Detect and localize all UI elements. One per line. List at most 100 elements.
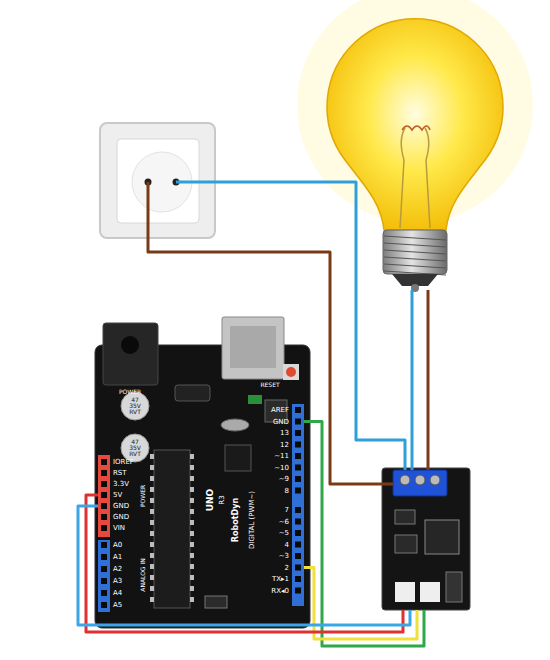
arduino-board-part-part xyxy=(150,454,154,459)
dimmer-module-part xyxy=(400,475,410,485)
light-bulb-part xyxy=(400,128,430,228)
pin-label: ~6 xyxy=(279,518,289,525)
arduino-board-part xyxy=(225,445,251,471)
arduino-board-part-part xyxy=(150,465,154,470)
wires xyxy=(78,182,428,646)
arduino-board-part-part xyxy=(150,509,154,514)
pin-label: 4 xyxy=(285,541,289,548)
arduino-board-part xyxy=(221,419,249,431)
wires-part xyxy=(427,290,430,470)
arduino-board-part-part xyxy=(295,419,301,425)
pin-label: RX◂0 xyxy=(271,587,289,594)
arduino-board-part-part xyxy=(101,542,107,548)
arduino-board-part-part xyxy=(101,459,107,465)
arduino-board-part-part xyxy=(295,430,301,436)
board-marking: RESET xyxy=(260,382,279,388)
arduino-board-part-part xyxy=(101,514,107,520)
arduino-board-part-part xyxy=(190,487,194,492)
light-bulb-part-part xyxy=(384,250,446,254)
wires-part xyxy=(304,422,424,647)
arduino-board-part xyxy=(95,345,310,628)
section-label: RobotDyn xyxy=(232,498,240,542)
arduino-board-part-part xyxy=(295,476,301,482)
arduino-board-part-part xyxy=(295,588,301,594)
arduino-board-part xyxy=(248,395,262,404)
arduino-board-part-part xyxy=(150,487,154,492)
pin-label: 3.3V xyxy=(113,481,129,488)
dimmer-module-part xyxy=(395,535,417,553)
section-label: ANALOG IN xyxy=(140,558,146,591)
pin-label: A4 xyxy=(113,590,122,597)
arduino-board-part xyxy=(205,596,227,608)
arduino-board-part-part xyxy=(295,507,301,513)
arduino-board-part xyxy=(98,455,110,537)
arduino-board-part xyxy=(150,454,194,602)
arduino-board-part xyxy=(222,317,284,379)
pin-label: AREF xyxy=(271,407,289,414)
arduino-board-part-part xyxy=(190,564,194,569)
arduino-board-part xyxy=(230,326,276,368)
arduino-board-part-part xyxy=(295,519,301,525)
pin-label: 7 xyxy=(285,507,289,514)
arduino-board-part-part xyxy=(295,553,301,559)
arduino-board-part-part xyxy=(295,576,301,582)
arduino-board-part-part xyxy=(150,476,154,481)
arduino-board-part-part xyxy=(190,509,194,514)
light-bulb-part-part xyxy=(384,236,446,240)
arduino-board-part-part xyxy=(295,542,301,548)
dimmer-module-part xyxy=(382,468,470,610)
dimmer-module-part xyxy=(415,475,425,485)
arduino-board-part xyxy=(98,540,110,612)
section-label: DIGITAL (PWM~) xyxy=(249,491,256,549)
arduino-board-part-part xyxy=(150,575,154,580)
arduino-board-part-part xyxy=(295,565,301,571)
wires-part xyxy=(176,182,405,470)
light-bulb-part-part xyxy=(384,257,446,261)
pin-label: GND xyxy=(113,503,129,510)
pin-label: 13 xyxy=(280,430,289,437)
pin-label: RST xyxy=(113,470,127,477)
arduino-board-part xyxy=(175,385,210,401)
arduino-board-part-part xyxy=(190,542,194,547)
light-bulb-part-part xyxy=(384,264,446,268)
dimmer-module-part xyxy=(446,572,462,602)
wires-part xyxy=(78,506,410,625)
dimmer-module-part xyxy=(393,470,447,496)
light-bulb-part xyxy=(402,126,430,130)
board-marking: POWER xyxy=(119,389,141,395)
light-bulb-part xyxy=(327,19,503,230)
dimmer-module-part xyxy=(425,520,459,554)
pin-label: A1 xyxy=(113,554,122,561)
section-label: R3 xyxy=(219,495,226,504)
pin-label: A2 xyxy=(113,566,122,573)
arduino-board-part-part xyxy=(190,465,194,470)
dimmer-module-part xyxy=(430,475,440,485)
pin-label: GND xyxy=(113,514,129,521)
arduino-board-part xyxy=(121,392,149,420)
wires-part xyxy=(86,495,403,632)
arduino-board-part-part xyxy=(190,597,194,602)
pin-label: ~5 xyxy=(279,530,289,537)
arduino-board-part-part xyxy=(101,492,107,498)
arduino-board-part-part xyxy=(190,531,194,536)
arduino-board-part-part xyxy=(190,476,194,481)
arduino-board-part-part xyxy=(190,586,194,591)
pin-label: A3 xyxy=(113,578,122,585)
arduino-board-part-part xyxy=(101,602,107,608)
arduino-board-part xyxy=(286,367,296,377)
dimmer-module xyxy=(382,468,470,610)
light-bulb-part xyxy=(384,236,446,275)
pin-label: TX▸1 xyxy=(272,576,289,583)
arduino-board-part xyxy=(283,364,299,380)
arduino-board-part-part xyxy=(295,530,301,536)
arduino-board-part-part xyxy=(101,590,107,596)
arduino-board-part xyxy=(292,404,304,606)
pin-label: VIN xyxy=(113,525,125,532)
arduino-board-part-part xyxy=(150,498,154,503)
arduino-board-part-part xyxy=(150,542,154,547)
arduino-board-part-part xyxy=(150,520,154,525)
board-marking: RVT xyxy=(129,409,141,415)
pin-label: A5 xyxy=(113,602,122,609)
arduino-board-part-part xyxy=(150,586,154,591)
